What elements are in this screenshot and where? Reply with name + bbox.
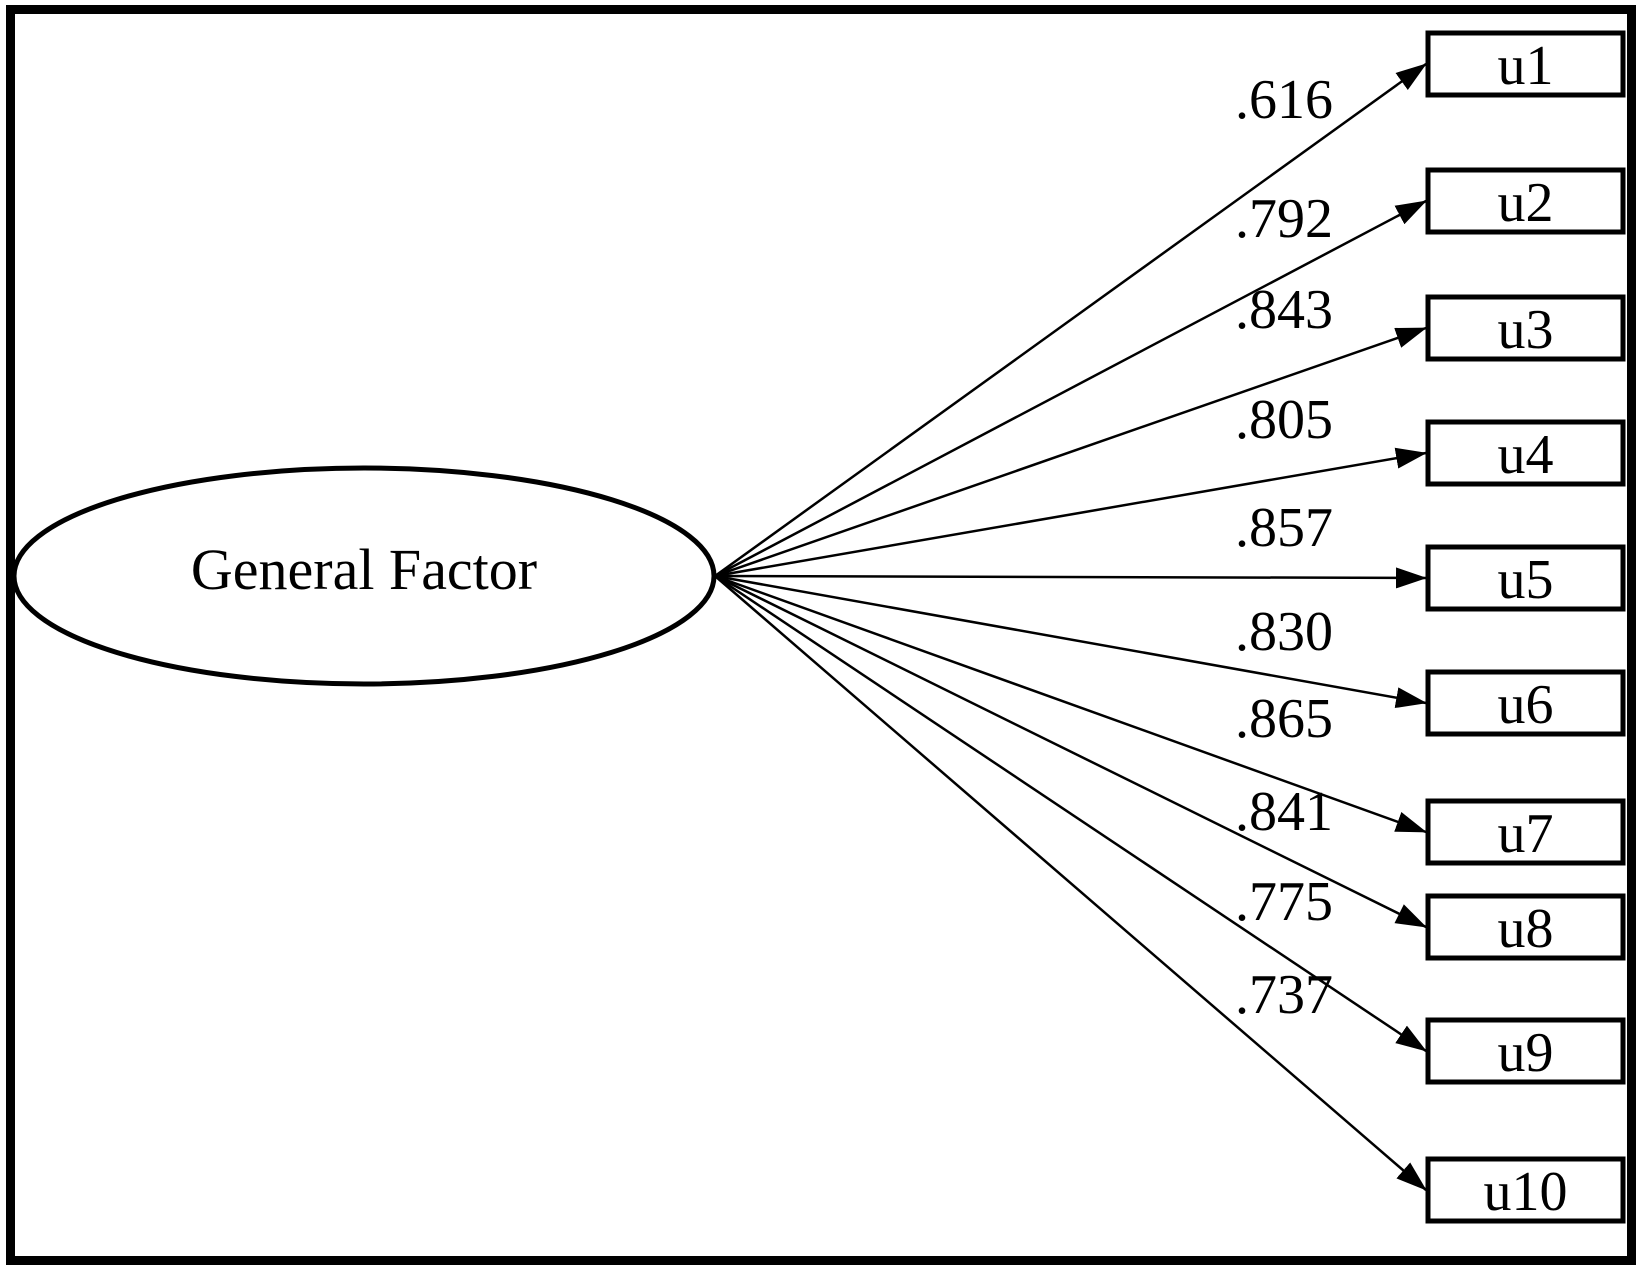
loading-value-u6: .830 xyxy=(1235,601,1333,663)
loading-value-u9: .775 xyxy=(1235,871,1333,933)
loading-arrow-u9 xyxy=(714,574,1427,1053)
loading-arrow-u4 xyxy=(714,447,1427,578)
loading-value-u10: .737 xyxy=(1235,964,1333,1026)
indicator-boxes xyxy=(1425,30,1626,1224)
indicator-box-u7 xyxy=(1425,798,1626,866)
indicator-box-u2 xyxy=(1425,167,1626,235)
figure-border xyxy=(6,5,1636,1265)
indicator-label-u9: u9 xyxy=(1497,1022,1554,1084)
loading-value-u8: .841 xyxy=(1235,781,1333,843)
indicator-box-u9 xyxy=(1425,1017,1626,1085)
loading-arrow-u1 xyxy=(714,62,1427,578)
loading-value-u5: .857 xyxy=(1235,497,1333,559)
loading-value-u7: .865 xyxy=(1235,688,1333,750)
indicator-box-u1 xyxy=(1425,30,1626,98)
indicator-label-u1: u1 xyxy=(1497,35,1554,97)
indicator-box-u10 xyxy=(1425,1156,1626,1224)
indicator-box-u5 xyxy=(1425,544,1626,612)
indicator-label-u4: u4 xyxy=(1497,424,1554,486)
indicator-box-u3 xyxy=(1425,294,1626,362)
loading-arrow-u6 xyxy=(714,574,1427,709)
loading-value-u3: .843 xyxy=(1235,279,1333,341)
indicator-label-u10: u10 xyxy=(1483,1161,1568,1223)
indicator-label-u2: u2 xyxy=(1497,172,1554,234)
indicator-label-u3: u3 xyxy=(1497,299,1554,361)
loading-value-u4: .805 xyxy=(1235,389,1333,451)
indicator-box-u8 xyxy=(1425,893,1626,961)
loading-arrow-u7 xyxy=(714,574,1427,834)
loading-arrow-u3 xyxy=(714,326,1427,578)
indicator-box-u6 xyxy=(1425,669,1626,737)
general-factor-ellipse xyxy=(11,465,717,687)
loading-value-u1: .616 xyxy=(1235,69,1333,131)
indicator-label-u7: u7 xyxy=(1497,803,1554,865)
indicator-label-u6: u6 xyxy=(1497,674,1554,736)
indicator-label-u5: u5 xyxy=(1497,549,1554,611)
loading-arrow-u5 xyxy=(714,567,1427,589)
loading-arrows xyxy=(714,62,1427,1191)
loading-arrow-u8 xyxy=(714,574,1427,929)
loading-arrow-u10 xyxy=(714,575,1427,1191)
indicator-label-u8: u8 xyxy=(1497,898,1554,960)
loading-value-u2: .792 xyxy=(1235,188,1333,250)
general-factor-label: General Factor xyxy=(190,537,538,602)
loading-arrow-u2 xyxy=(714,199,1427,578)
indicator-box-u4 xyxy=(1425,419,1626,487)
